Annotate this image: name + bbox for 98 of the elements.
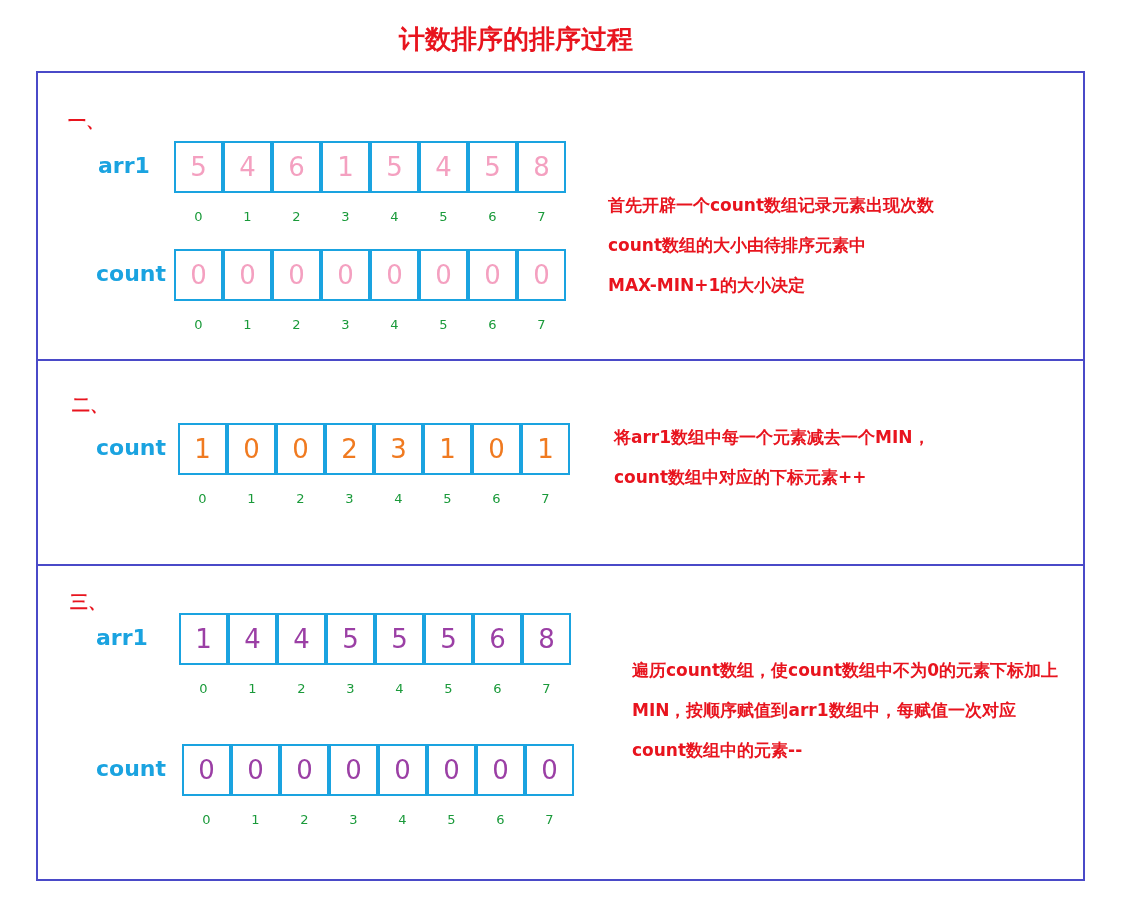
array-cell: 5: [370, 141, 419, 193]
array-cell: 4: [228, 613, 277, 665]
array-cell: 6: [473, 613, 522, 665]
array-cell: 5: [468, 141, 517, 193]
step-description: MAX-MIN+1的大小决定: [608, 274, 807, 297]
index-number: 0: [197, 491, 208, 506]
index-number: 7: [536, 209, 547, 224]
array-cell: 4: [419, 141, 468, 193]
index-number: 7: [544, 812, 555, 827]
array-cell: 6: [272, 141, 321, 193]
array-cell: 0: [472, 423, 521, 475]
index-number: 4: [389, 209, 400, 224]
array-cell: 1: [423, 423, 472, 475]
step-panel: [36, 564, 1085, 881]
index-number: 2: [295, 491, 306, 506]
array-cell: 0: [378, 744, 427, 796]
index-number: 0: [193, 317, 204, 332]
array-name: count: [96, 435, 166, 460]
array-name: arr1: [96, 625, 148, 650]
array-cell: 0: [227, 423, 276, 475]
array-cell: 0: [329, 744, 378, 796]
index-number: 5: [443, 681, 454, 696]
index-number: 5: [446, 812, 457, 827]
index-number: 4: [394, 681, 405, 696]
array-cell: 0: [280, 744, 329, 796]
array-cell: 1: [179, 613, 228, 665]
array-cell: 0: [525, 744, 574, 796]
index-number: 4: [393, 491, 404, 506]
index-number: 3: [348, 812, 359, 827]
array-cell: 0: [419, 249, 468, 301]
step-number: 一、: [68, 109, 104, 133]
array-cell: 0: [468, 249, 517, 301]
index-number: 7: [541, 681, 552, 696]
array-cell: 0: [272, 249, 321, 301]
index-number: 0: [198, 681, 209, 696]
array-cell: 8: [522, 613, 571, 665]
index-number: 3: [340, 317, 351, 332]
array-cell: 1: [178, 423, 227, 475]
array-cell: 0: [231, 744, 280, 796]
index-number: 1: [242, 209, 253, 224]
array-cell: 1: [321, 141, 370, 193]
index-number: 3: [344, 491, 355, 506]
array-cell: 2: [325, 423, 374, 475]
step-description: 将arr1数组中每一个元素减去一个MIN，: [614, 426, 931, 449]
index-number: 6: [491, 491, 502, 506]
index-number: 1: [246, 491, 257, 506]
step-description: 遍历count数组，使count数组中不为0的元素下标加上MIN，按顺序赋值到arr1数组中，每赋值一次对应count数组中的元素--: [632, 659, 1059, 762]
array-cell: 0: [476, 744, 525, 796]
array-cell: 4: [223, 141, 272, 193]
index-number: 6: [487, 209, 498, 224]
diagram-title: 计数排序的排序过程: [397, 23, 634, 56]
index-number: 2: [296, 681, 307, 696]
index-number: 4: [389, 317, 400, 332]
array-name: count: [96, 756, 166, 781]
array-cell: 0: [427, 744, 476, 796]
array-cell: 5: [326, 613, 375, 665]
array-cell: 5: [174, 141, 223, 193]
index-number: 2: [299, 812, 310, 827]
index-number: 0: [193, 209, 204, 224]
array-cell: 3: [374, 423, 423, 475]
index-number: 2: [291, 209, 302, 224]
index-number: 4: [397, 812, 408, 827]
array-cell: 5: [424, 613, 473, 665]
index-number: 5: [438, 209, 449, 224]
index-number: 5: [438, 317, 449, 332]
index-number: 6: [492, 681, 503, 696]
step-description: count数组中对应的下标元素++: [614, 466, 868, 489]
step-description: count数组的大小由待排序元素中: [608, 234, 868, 257]
index-number: 1: [250, 812, 261, 827]
array-cell: 4: [277, 613, 326, 665]
index-number: 0: [201, 812, 212, 827]
index-number: 3: [345, 681, 356, 696]
array-cell: 0: [174, 249, 223, 301]
array-cell: 0: [223, 249, 272, 301]
step-panel: [36, 359, 1085, 566]
array-cell: 0: [321, 249, 370, 301]
index-number: 2: [291, 317, 302, 332]
array-cell: 0: [517, 249, 566, 301]
index-number: 6: [495, 812, 506, 827]
array-cell: 8: [517, 141, 566, 193]
index-number: 5: [442, 491, 453, 506]
step-number: 二、: [72, 393, 108, 417]
array-name: count: [96, 261, 166, 286]
array-cell: 0: [276, 423, 325, 475]
array-cell: 5: [375, 613, 424, 665]
index-number: 3: [340, 209, 351, 224]
index-number: 7: [540, 491, 551, 506]
array-cell: 0: [182, 744, 231, 796]
array-name: arr1: [98, 153, 150, 178]
index-number: 1: [247, 681, 258, 696]
array-cell: 0: [370, 249, 419, 301]
step-number: 三、: [70, 590, 106, 614]
step-panel: [36, 71, 1085, 361]
step-description: 首先开辟一个count数组记录元素出现次数: [608, 194, 936, 217]
index-number: 1: [242, 317, 253, 332]
index-number: 7: [536, 317, 547, 332]
array-cell: 1: [521, 423, 570, 475]
index-number: 6: [487, 317, 498, 332]
